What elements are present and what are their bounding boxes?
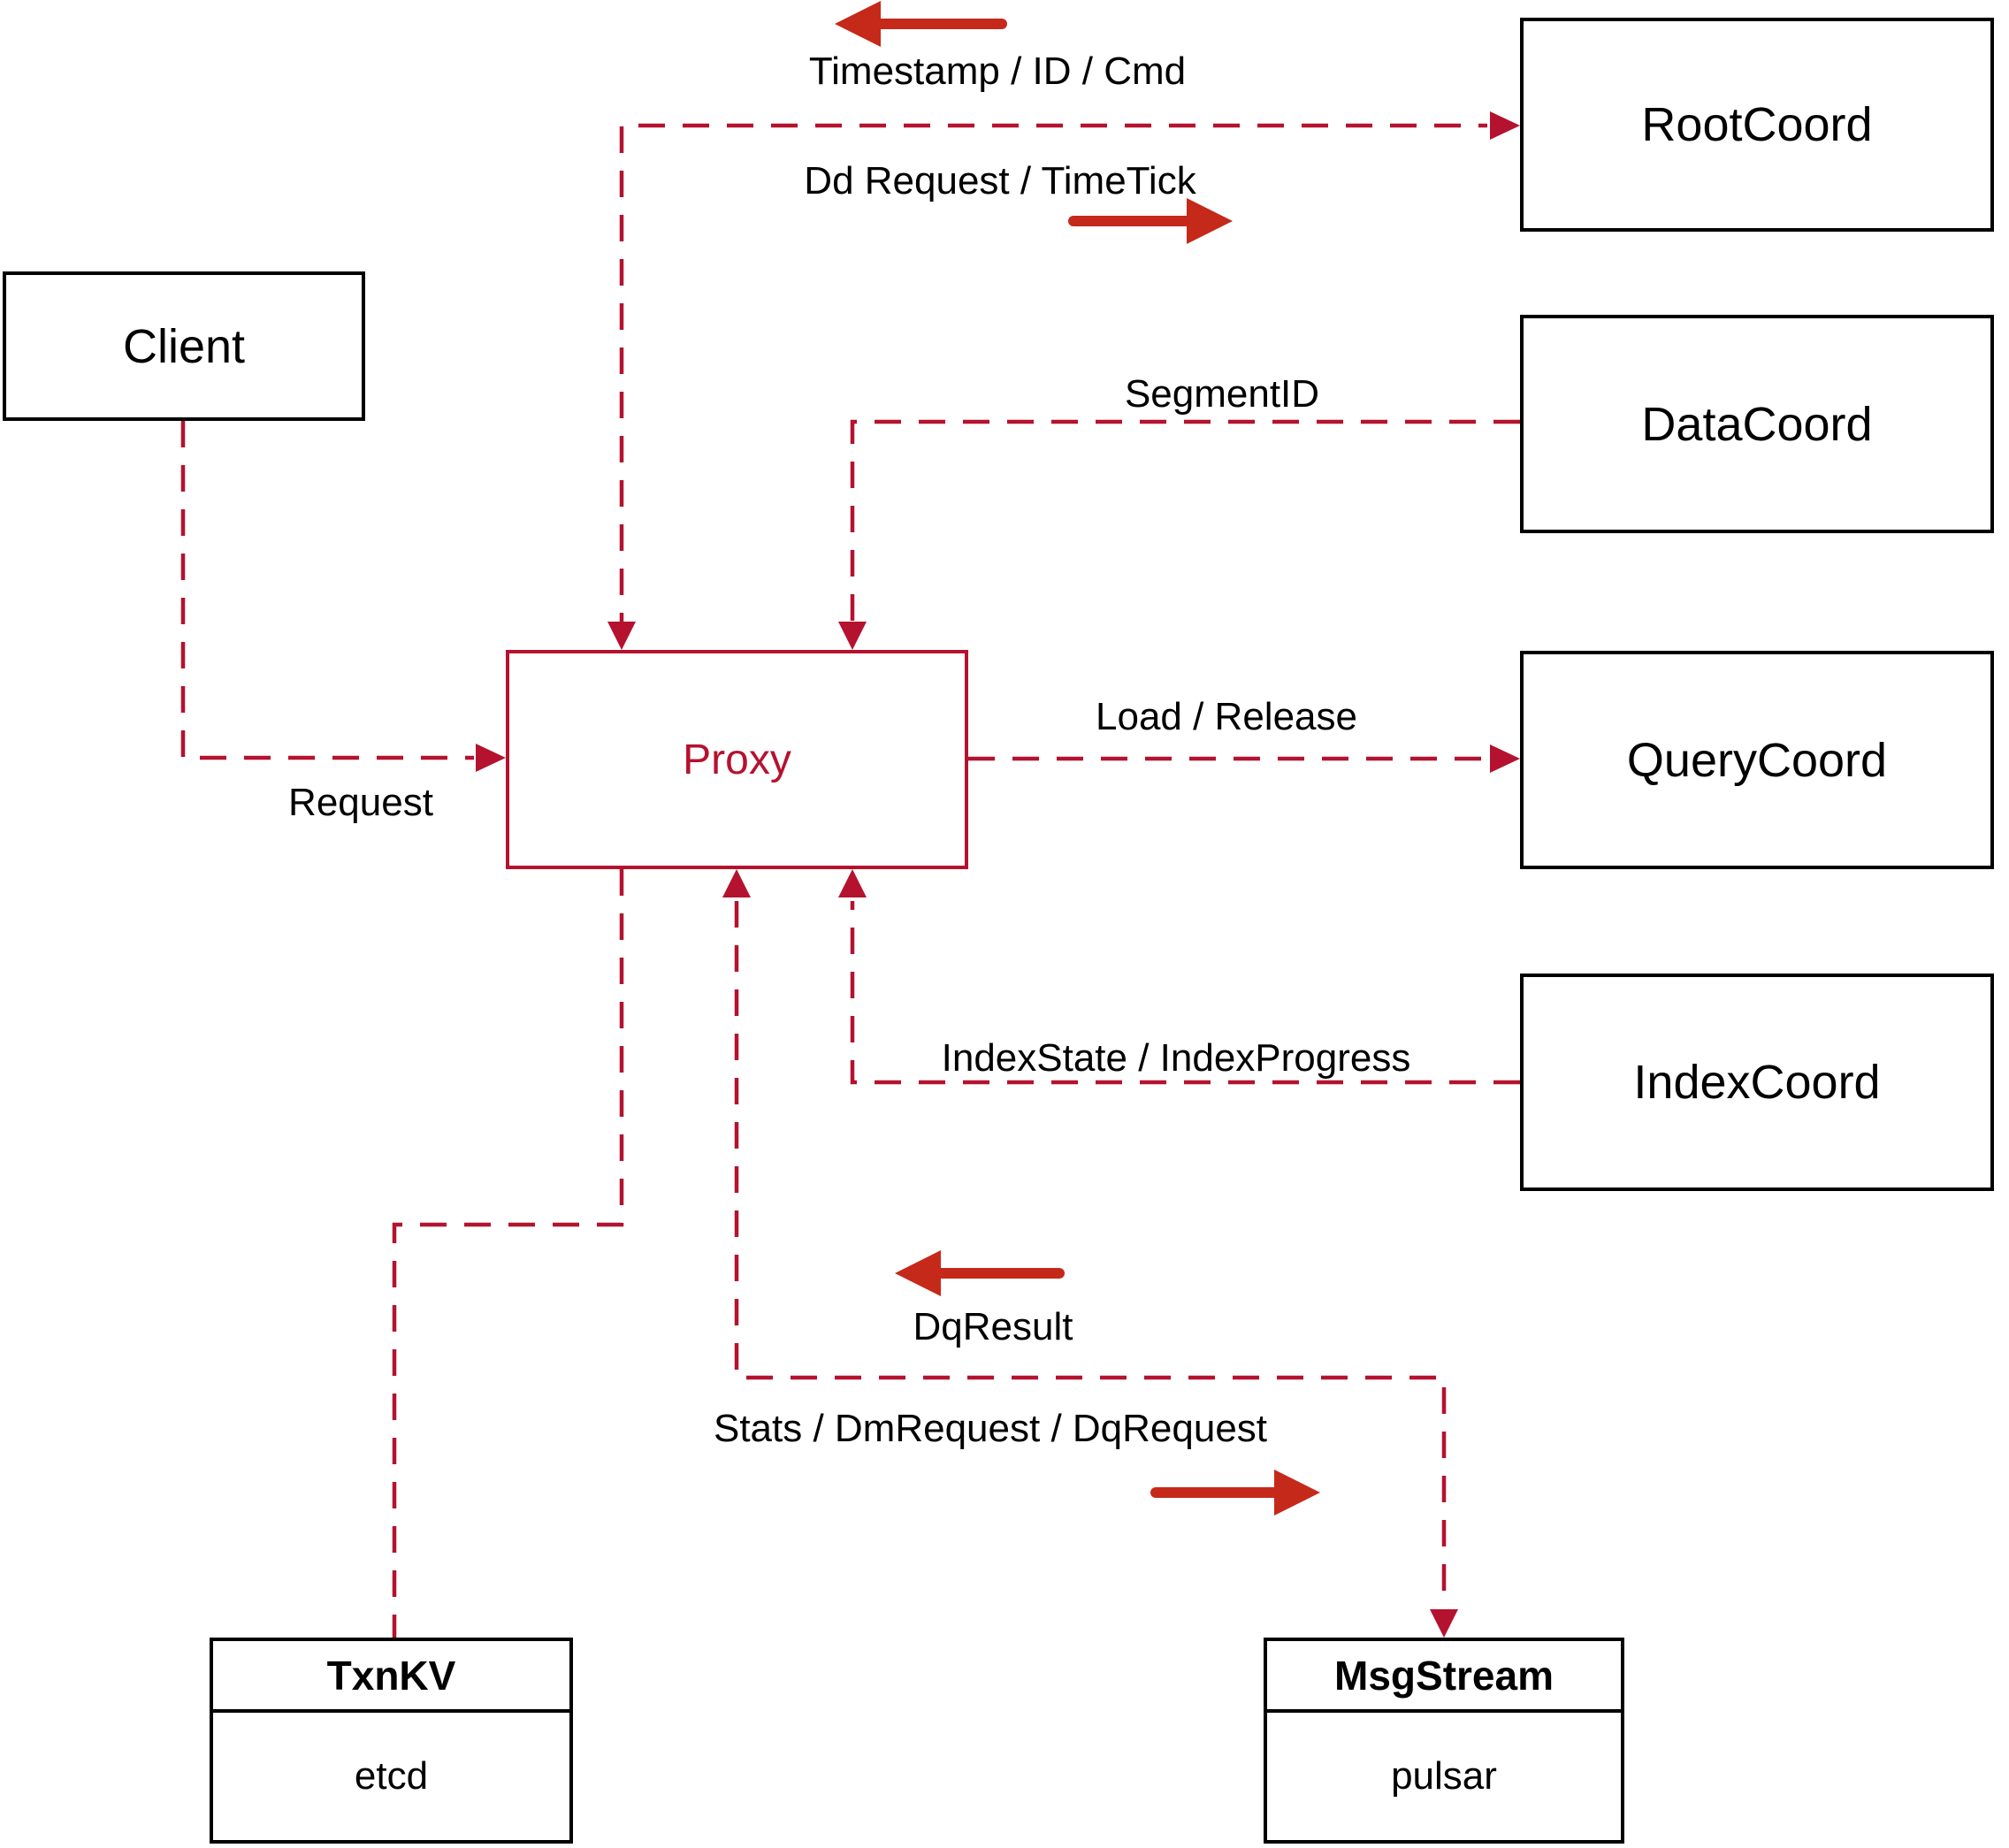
connector-proxy-txnkv xyxy=(392,869,624,1638)
direction-arrowhead-right-stats xyxy=(1274,1470,1320,1516)
edge-label-load-release: Load / Release xyxy=(1096,695,1357,738)
node-rootcoord: RootCoord xyxy=(1520,18,1994,232)
edge-label-segment-id: SegmentID xyxy=(1124,372,1320,416)
arrowhead-into-proxy-left xyxy=(476,744,506,772)
node-client: Client xyxy=(3,271,365,421)
edge-label-stats-dm-dq: Stats / DmRequest / DqRequest xyxy=(713,1407,1268,1450)
node-txnkv: TxnKV etcd xyxy=(210,1638,573,1844)
arrowhead-into-proxy-top-left xyxy=(607,622,636,650)
edge-label-dq-result: DqResult xyxy=(913,1305,1073,1348)
arrowhead-into-proxy-bottom-mid xyxy=(722,869,751,897)
node-proxy: Proxy xyxy=(506,650,968,869)
edge-label-index-state: IndexState / IndexProgress xyxy=(941,1036,1411,1080)
node-txnkv-title: TxnKV xyxy=(213,1641,569,1713)
arrowhead-into-proxy-bottom-right xyxy=(838,869,867,897)
direction-arrowhead-right-ddrequest xyxy=(1187,198,1233,244)
connector-indexcoord-proxy xyxy=(850,901,1520,1085)
direction-arrowhead-left-timestamp xyxy=(835,1,881,47)
node-indexcoord-label: IndexCoord xyxy=(1633,1056,1881,1109)
connector-datacoord-proxy xyxy=(850,419,1520,639)
node-indexcoord: IndexCoord xyxy=(1520,974,1994,1191)
node-datacoord-label: DataCoord xyxy=(1641,397,1873,451)
connector-client-proxy xyxy=(180,421,474,760)
node-rootcoord-label: RootCoord xyxy=(1641,98,1873,151)
node-querycoord-label: QueryCoord xyxy=(1626,733,1888,787)
edge-label-request: Request xyxy=(288,781,433,824)
arrowhead-into-msgstream xyxy=(1430,1609,1458,1638)
node-querycoord: QueryCoord xyxy=(1520,651,1994,869)
node-proxy-label: Proxy xyxy=(683,736,791,783)
edge-label-timestamp-id-cmd: Timestamp / ID / Cmd xyxy=(808,50,1187,93)
node-datacoord: DataCoord xyxy=(1520,315,1994,533)
arrowhead-into-proxy-top-right xyxy=(838,622,867,650)
direction-arrowhead-left-dqresult xyxy=(895,1250,941,1296)
node-txnkv-body: etcd xyxy=(354,1754,429,1798)
node-msgstream-body: pulsar xyxy=(1391,1754,1497,1798)
connector-proxy-msgstream xyxy=(734,901,1447,1606)
edge-label-dd-request-timetick: Dd Request / TimeTick xyxy=(804,159,1196,202)
arrowhead-into-querycoord xyxy=(1490,745,1520,773)
arrowhead-into-rootcoord xyxy=(1490,111,1520,140)
node-msgstream: MsgStream pulsar xyxy=(1264,1638,1624,1844)
node-msgstream-title: MsgStream xyxy=(1267,1641,1621,1713)
node-client-label: Client xyxy=(122,319,246,373)
